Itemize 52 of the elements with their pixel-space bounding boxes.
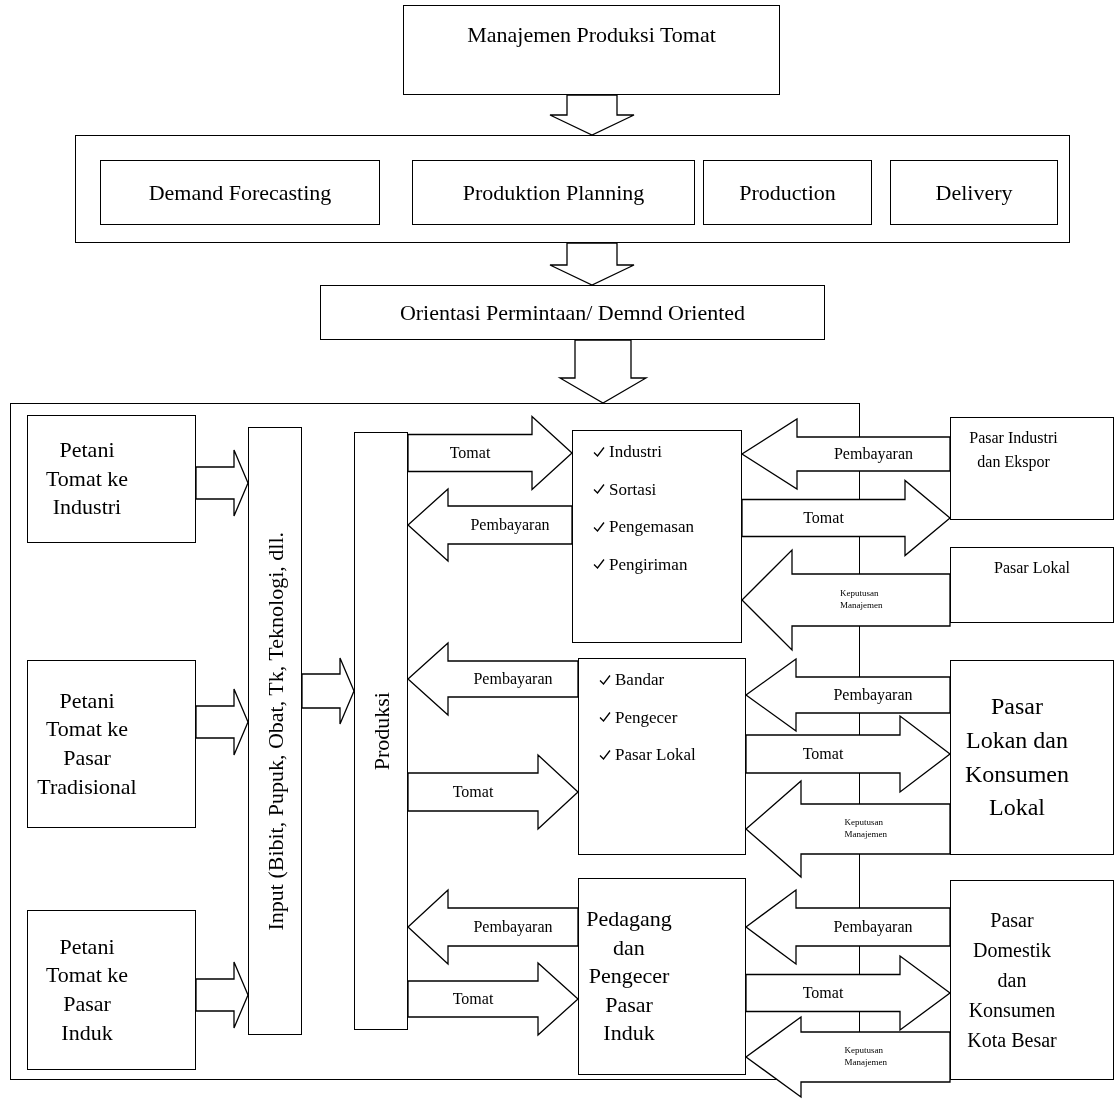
box-label: Demand Forecasting xyxy=(148,179,332,207)
process-box xyxy=(354,432,408,1030)
box-label: Pasar Domestik dan Konsumen Kota Besar xyxy=(966,908,1058,1053)
block-arrow xyxy=(195,961,249,1029)
process-box xyxy=(412,160,695,225)
box-label: Produksi xyxy=(367,691,395,771)
box-label: Delivery xyxy=(935,179,1013,207)
list-item: Sortasi xyxy=(609,478,657,501)
process-box xyxy=(578,658,746,855)
list-item: Pengecer xyxy=(615,706,678,729)
process-box xyxy=(950,547,1114,623)
process-box xyxy=(27,910,196,1070)
box-label: Manajemen Produksi Tomat xyxy=(467,21,716,49)
box-label: Petani Tomat ke Pasar Induk xyxy=(44,932,130,1047)
process-box xyxy=(950,417,1114,520)
list-item: Pasar Lokal xyxy=(615,744,696,766)
box-label: Pasar Lokan dan Konsumen Lokal xyxy=(964,692,1070,823)
process-box xyxy=(703,160,872,225)
box-label: Produktion Planning xyxy=(462,179,645,207)
group-box xyxy=(75,135,1070,243)
box-label: Petani Tomat ke Industri xyxy=(44,436,130,522)
block-arrow xyxy=(301,657,355,725)
box-label: Pasar Industri dan Ekspor xyxy=(968,428,1059,473)
process-box xyxy=(950,660,1114,855)
box-label: Pedagang dan Pengecer Pasar Induk xyxy=(586,905,672,1048)
block-arrow xyxy=(741,479,951,557)
block-arrow xyxy=(549,242,635,286)
box-label: Orientasi Permintaan/ Demnd Oriented xyxy=(399,299,746,327)
box-label: Input (Bibit, Pupuk, Obat, Tk, Teknologi, dll. xyxy=(261,531,289,931)
block-arrow xyxy=(741,548,951,652)
process-box xyxy=(320,285,825,340)
block-arrow xyxy=(557,339,649,404)
block-arrow xyxy=(745,779,951,879)
process-box xyxy=(100,160,380,225)
list-item: Pengiriman xyxy=(609,553,688,576)
process-box xyxy=(27,415,196,543)
box-label: Petani Tomat ke Pasar Tradisional xyxy=(36,686,138,801)
process-box xyxy=(572,430,742,643)
list-item: Bandar xyxy=(615,669,665,691)
box-label: Pasar Lokal xyxy=(994,558,1070,578)
process-box xyxy=(403,5,780,95)
block-arrow xyxy=(549,94,635,136)
block-arrow xyxy=(195,449,249,517)
process-box xyxy=(950,880,1114,1080)
process-box xyxy=(27,660,196,828)
process-box xyxy=(890,160,1058,225)
list-item: Industri xyxy=(609,441,662,463)
process-box xyxy=(248,427,302,1035)
list-item: Pengemasan xyxy=(609,516,694,538)
box-label: Production xyxy=(739,179,836,207)
process-box xyxy=(578,878,746,1075)
block-arrow xyxy=(195,688,249,756)
